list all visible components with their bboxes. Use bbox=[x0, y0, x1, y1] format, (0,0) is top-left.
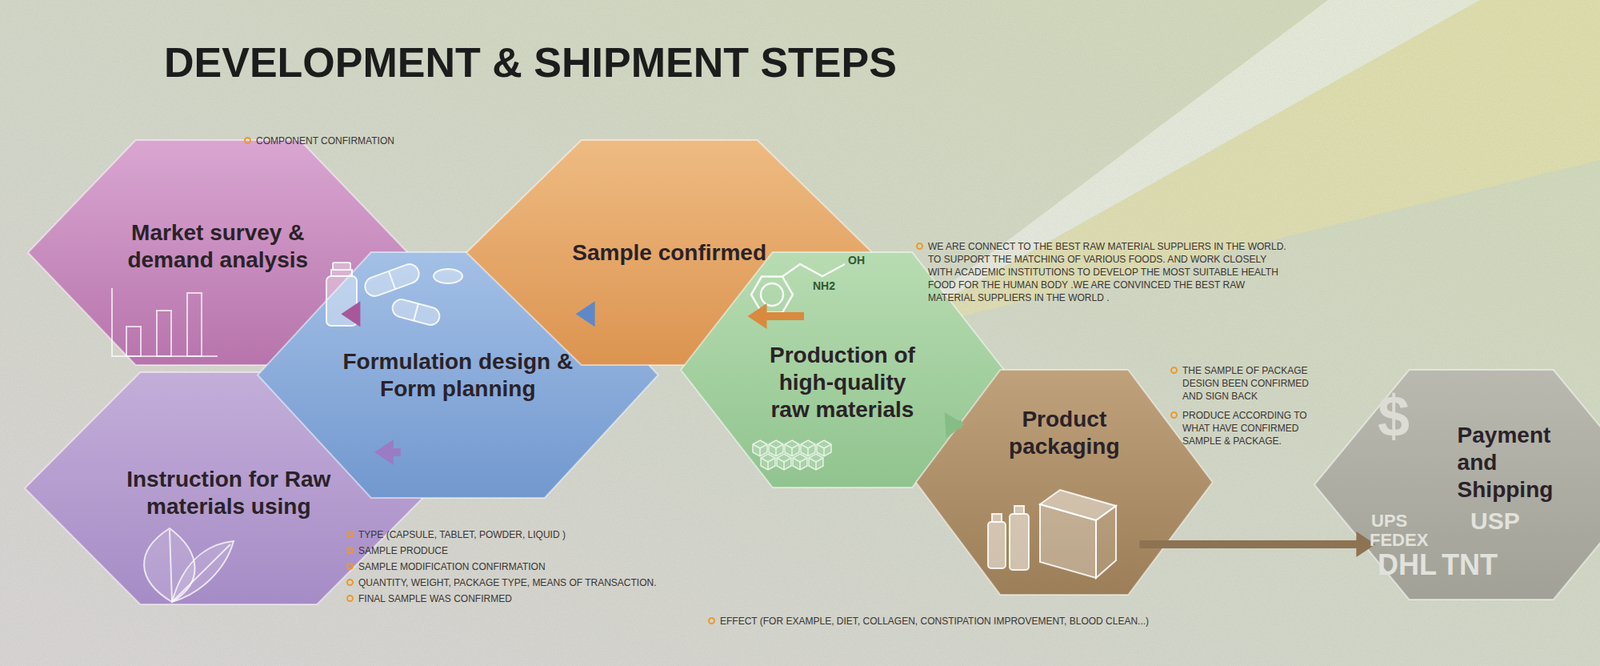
bullet-text: SAMPLE MODIFICATION CONFIRMATION bbox=[358, 560, 546, 573]
note-text: PRODUCE ACCORDING TO WHAT HAVE CONFIRMED… bbox=[1182, 408, 1320, 448]
step-label: Payment and Shipping bbox=[1457, 421, 1570, 504]
node-text-box: Instruction for Raw materials using bbox=[112, 465, 345, 520]
label-holder: TYPE (CAPSULE, TABLET, POWDER, LIQUID ) bbox=[358, 528, 566, 541]
hexagon-outline bbox=[1314, 369, 1600, 600]
label-holder: FINAL SAMPLE WAS CONFIRMED bbox=[358, 592, 512, 605]
label-holder: FEDEX bbox=[1369, 531, 1428, 549]
flow-arrow bbox=[1139, 531, 1376, 557]
label-holder: SAMPLE MODIFICATION CONFIRMATION bbox=[358, 560, 546, 573]
watermark: UPS bbox=[1371, 512, 1408, 530]
chemical-label: OH bbox=[848, 254, 865, 266]
node-text-box: Formulation design & Form planning bbox=[341, 348, 574, 403]
watermark: $ bbox=[1377, 387, 1410, 445]
arrow-shaft bbox=[764, 312, 804, 320]
flow-arrow bbox=[340, 300, 360, 327]
label-holder: DHL bbox=[1377, 550, 1437, 580]
watermark: TNT bbox=[1441, 550, 1498, 580]
arrow-shaft bbox=[1139, 540, 1358, 548]
note-text: COMPONENT CONFIRMATION bbox=[256, 134, 395, 148]
watermark: USP bbox=[1470, 508, 1520, 533]
diagram-title: DEVELOPMENT & SHIPMENT STEPS bbox=[164, 36, 897, 88]
label-holder: PRODUCE ACCORDING TO WHAT HAVE CONFIRMED… bbox=[1182, 408, 1320, 448]
step-label: Market survey & demand analysis bbox=[113, 219, 322, 274]
node-text-box: Product packaging bbox=[1000, 405, 1128, 460]
step-label: Sample confirmed bbox=[549, 239, 790, 267]
step-label: Formulation design & Form planning bbox=[341, 348, 574, 403]
bullet-text: SAMPLE PRODUCE bbox=[358, 544, 448, 557]
step-label: Production of high-quality raw materials bbox=[762, 341, 923, 424]
label-holder: USP bbox=[1470, 508, 1520, 533]
node-text-box: Production of high-quality raw materials bbox=[762, 341, 923, 424]
note-text: THE SAMPLE OF PACKAGE DESIGN BEEN CONFIR… bbox=[1182, 364, 1320, 403]
bullet-text: TYPE (CAPSULE, TABLET, POWDER, LIQUID ) bbox=[358, 528, 566, 541]
label-holder: $ bbox=[1377, 387, 1410, 445]
bullet-text: QUANTITY, WEIGHT, PACKAGE TYPE, MEANS OF… bbox=[358, 576, 657, 589]
title-holder: DEVELOPMENT & SHIPMENT STEPS bbox=[164, 36, 897, 88]
node-text-box: Sample confirmed bbox=[549, 239, 790, 267]
note-text: EFFECT (FOR EXAMPLE, DIET, COLLAGEN, CON… bbox=[720, 614, 1149, 628]
label-holder: THE SAMPLE OF PACKAGE DESIGN BEEN CONFIR… bbox=[1182, 364, 1320, 403]
hexagon-outline bbox=[916, 369, 1213, 595]
watermark: FEDEX bbox=[1369, 531, 1428, 549]
label-holder: WE ARE CONNECT TO THE BEST RAW MATERIAL … bbox=[928, 240, 1288, 304]
node-text-box: Market survey & demand analysis bbox=[113, 219, 322, 274]
label-holder: COMPONENT CONFIRMATION bbox=[256, 134, 395, 148]
label-holder: EFFECT (FOR EXAMPLE, DIET, COLLAGEN, CON… bbox=[720, 614, 1149, 628]
bullet-text: FINAL SAMPLE WAS CONFIRMED bbox=[358, 592, 512, 605]
watermark: DHL bbox=[1377, 550, 1437, 580]
step-label: Instruction for Raw materials using bbox=[112, 465, 345, 520]
chemical-label: NH2 bbox=[812, 280, 836, 292]
label-holder: TNT bbox=[1441, 550, 1498, 580]
label-holder: SAMPLE PRODUCE bbox=[358, 544, 448, 557]
node-text-box: Payment and Shipping bbox=[1457, 421, 1570, 504]
label-holder: UPS bbox=[1371, 512, 1408, 530]
label-holder: OH bbox=[848, 254, 865, 266]
arrow-head bbox=[340, 300, 360, 327]
label-holder: QUANTITY, WEIGHT, PACKAGE TYPE, MEANS OF… bbox=[358, 576, 657, 589]
label-holder: NH2 bbox=[812, 280, 836, 292]
step-label: Product packaging bbox=[1000, 405, 1128, 460]
note-text: WE ARE CONNECT TO THE BEST RAW MATERIAL … bbox=[928, 240, 1288, 304]
